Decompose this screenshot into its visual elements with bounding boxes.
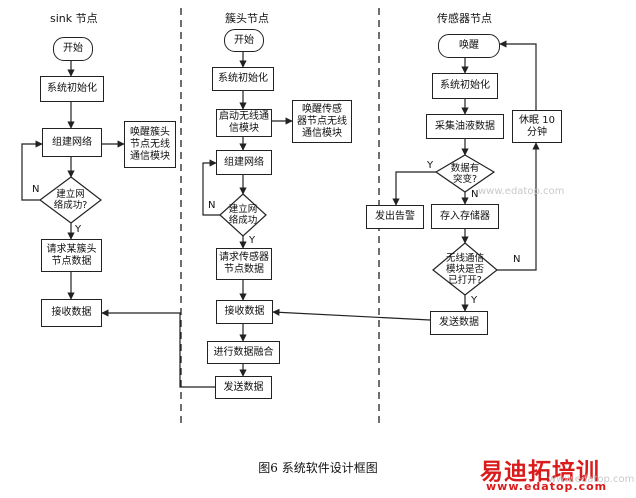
sensor-decision-changed-shape xyxy=(434,154,496,193)
sensor-send: 发送数据 xyxy=(430,311,488,335)
watermark-faint-bottom: www.edatop.com xyxy=(548,474,635,485)
sensor-init: 系统初始化 xyxy=(432,73,498,99)
sink-start: 开始 xyxy=(53,37,93,61)
column-title-sensor: 传感器节点 xyxy=(437,12,492,25)
cluster-yes-label: Y xyxy=(249,235,256,246)
sensor-arrow-sleep-to-wake xyxy=(499,40,537,110)
watermark-url: www.edatop.com xyxy=(486,480,608,493)
sensor-wireless-open: 无线通信 模块是否 已打开? xyxy=(445,252,484,286)
sensor-collect: 采集油液数据 xyxy=(426,114,504,139)
sensor-decision-wireless-shape xyxy=(432,242,498,296)
sensor-no-label: N xyxy=(471,189,479,200)
sink-build-net: 组建网络 xyxy=(42,128,102,157)
sink-yes-label: Y xyxy=(75,224,82,235)
cluster-net-ok: 建立网 络成功 xyxy=(228,204,258,226)
sink-init: 系统初始化 xyxy=(40,76,104,102)
sink-no-label: N xyxy=(32,184,40,195)
cluster-receive: 接收数据 xyxy=(216,300,273,324)
cluster-arrow-send-to-sink xyxy=(101,309,215,388)
sensor-wireless-yes-label: Y xyxy=(471,295,478,306)
watermark-brand: 易迪拓培训 xyxy=(480,459,600,485)
cluster-fuse: 进行数据融合 xyxy=(207,341,280,364)
sink-arrow-retry xyxy=(21,140,43,201)
sensor-alarm: 发出告警 xyxy=(366,205,424,229)
cluster-build-net: 组建网络 xyxy=(216,150,272,175)
cluster-decision-shape xyxy=(219,193,267,237)
cluster-no-label: N xyxy=(208,200,216,211)
sensor-wireless-no-label: N xyxy=(513,254,521,265)
sensor-arrow-to-sleep xyxy=(497,142,540,271)
sensor-yes-label: Y xyxy=(427,160,434,171)
cluster-init: 系统初始化 xyxy=(212,67,274,91)
sink-receive: 接收数据 xyxy=(41,299,102,327)
column-title-cluster: 簇头节点 xyxy=(225,12,269,25)
cluster-request: 请求传感器 节点数据 xyxy=(216,248,272,280)
sensor-sleep: 休眠 10 分钟 xyxy=(512,110,562,143)
cluster-arrow-retry xyxy=(202,159,220,216)
cluster-start-wireless: 启动无线通 信模块 xyxy=(216,109,272,137)
sensor-store: 存入存储器 xyxy=(431,204,499,229)
column-title-sink: sink 节点 xyxy=(50,12,98,25)
sink-request: 请求某簇头 节点数据 xyxy=(41,239,102,272)
figure-caption: 图6 系统软件设计框图 xyxy=(258,461,378,475)
sink-wake-cluster: 唤醒簇头 节点无线 通信模块 xyxy=(124,121,176,168)
sensor-arrow-send-to-cluster xyxy=(272,308,431,321)
sink-decision-shape xyxy=(38,176,102,224)
sensor-changed: 数据有 突变? xyxy=(450,162,480,185)
cluster-wake-sensor: 唤醒传感 器节点无线 通信模块 xyxy=(292,100,352,143)
cluster-send: 发送数据 xyxy=(215,376,272,399)
cluster-start: 开始 xyxy=(224,29,264,52)
sensor-arrow-to-alarm xyxy=(392,171,436,206)
sink-net-ok: 建立网 络成功? xyxy=(53,189,88,211)
watermark-faint-top: www.edatop.com xyxy=(478,186,565,197)
sensor-wake: 唤醒 xyxy=(438,34,500,58)
